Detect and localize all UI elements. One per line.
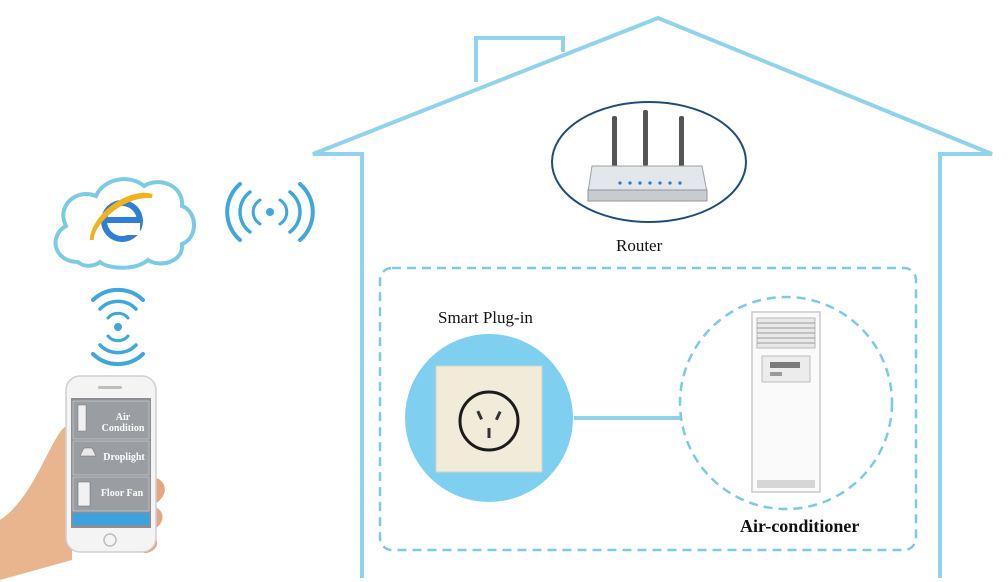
menu-item-label: Air <box>115 412 131 423</box>
smart-plug-label: Smart Plug-in <box>438 308 533 327</box>
router-icon <box>551 101 747 223</box>
wifi-signal-icon <box>91 287 145 367</box>
room-dashed-border <box>378 266 918 552</box>
menu-item-label: Floor Fan <box>100 488 144 499</box>
menu-item-air-condition[interactable]: Air Condition <box>98 412 148 434</box>
smartphone-icon <box>65 375 157 553</box>
internet-explorer-icon <box>89 192 153 242</box>
house-outline <box>312 15 993 578</box>
air-conditioner-unit-icon <box>678 295 894 511</box>
menu-item-floor-fan[interactable]: Floor Fan <box>96 488 148 499</box>
wall-socket-icon <box>405 334 573 502</box>
menu-item-label: Droplight <box>103 452 145 463</box>
menu-item-droplight[interactable]: Droplight <box>100 452 148 463</box>
menu-item-label: Condition <box>101 423 145 434</box>
wifi-signal-icon <box>225 182 315 242</box>
floor-fan-icon <box>77 481 91 507</box>
droplight-icon <box>79 447 97 457</box>
air-conditioner-icon <box>77 404 87 432</box>
air-conditioner-label: Air-conditioner <box>740 516 860 536</box>
router-label: Router <box>616 236 663 255</box>
